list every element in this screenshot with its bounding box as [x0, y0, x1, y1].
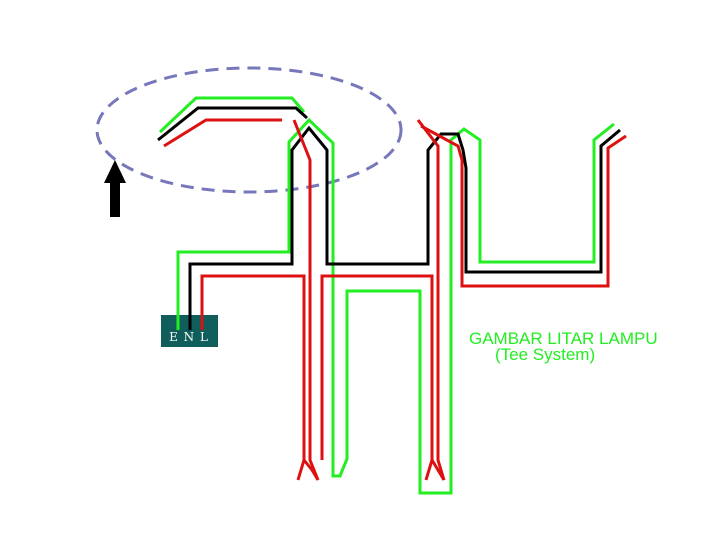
up-arrow-icon	[104, 160, 126, 217]
diagram-subtitle: (Tee System)	[495, 345, 595, 364]
terminal-label: E N L	[169, 330, 209, 344]
diagram-title: GAMBAR LITAR LAMPU	[469, 329, 658, 348]
live-wire-left-inner	[320, 274, 434, 481]
live-wire-left-loop	[200, 274, 306, 481]
earth-wire-main	[176, 117, 615, 495]
neutral-wires	[157, 106, 621, 330]
live-wire-left-drop	[292, 119, 320, 481]
live-wire-fork-right-a	[430, 459, 446, 481]
earth-wire-top-left	[158, 96, 306, 134]
live-wire-right-loop	[420, 124, 627, 288]
live-wires	[163, 118, 627, 481]
highlight-ellipse	[95, 66, 403, 194]
live-wire-top-left	[163, 118, 282, 148]
live-wire-right-drop	[416, 119, 446, 481]
terminal-block: E N L	[161, 315, 218, 347]
neutral-wire-main	[188, 125, 621, 330]
live-wire-fork-left-a	[302, 459, 320, 481]
earth-wires	[158, 96, 615, 495]
neutral-wire-top-left	[157, 106, 309, 142]
